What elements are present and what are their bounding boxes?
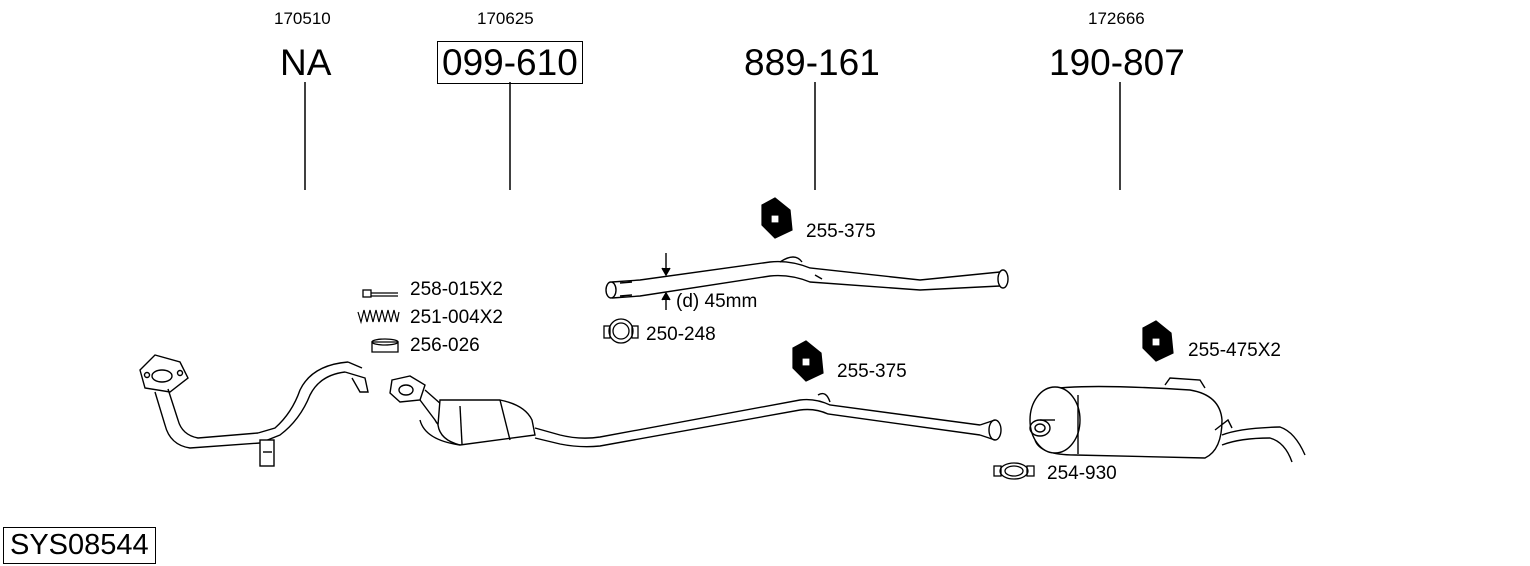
oe-number-na: 170510 [274, 9, 331, 28]
part-number-099-610[interactable]: 099-610 [437, 41, 583, 84]
label-hanger-rear[interactable]: 255-475X2 [1188, 340, 1281, 361]
middle-pipe-drawing [605, 253, 1009, 310]
label-ring[interactable]: 256-026 [410, 335, 480, 356]
hanger-top-drawing [761, 197, 793, 239]
label-hanger-mid[interactable]: 255-375 [837, 361, 907, 382]
system-code-badge: SYS08544 [3, 527, 156, 564]
label-spring[interactable]: 251-004X2 [410, 307, 503, 328]
part-number-889-161[interactable]: 889-161 [744, 42, 880, 83]
hanger-mid-drawing [792, 340, 824, 382]
part-number-190-807[interactable]: 190-807 [1049, 42, 1185, 83]
ring-drawing [371, 338, 399, 353]
clamp-top-drawing [603, 318, 639, 344]
bolt-drawing [362, 289, 398, 298]
oe-number-190-807: 172666 [1088, 9, 1145, 28]
label-bolt[interactable]: 258-015X2 [410, 279, 503, 300]
label-hanger-top[interactable]: 255-375 [806, 221, 876, 242]
catalyst-drawing [389, 375, 1002, 448]
label-clamp-top[interactable]: 250-248 [646, 324, 716, 345]
rear-silencer-drawing [1029, 377, 1306, 463]
part-number-na[interactable]: NA [280, 42, 332, 83]
label-diameter: (d) 45mm [676, 291, 758, 312]
label-clamp-rear[interactable]: 254-930 [1047, 463, 1117, 484]
spring-drawing [357, 309, 400, 325]
hanger-rear-drawing [1142, 320, 1174, 362]
front-pipe-drawing [139, 354, 369, 467]
oe-number-099-610: 170625 [477, 9, 534, 28]
clamp-rear-drawing [993, 462, 1035, 480]
